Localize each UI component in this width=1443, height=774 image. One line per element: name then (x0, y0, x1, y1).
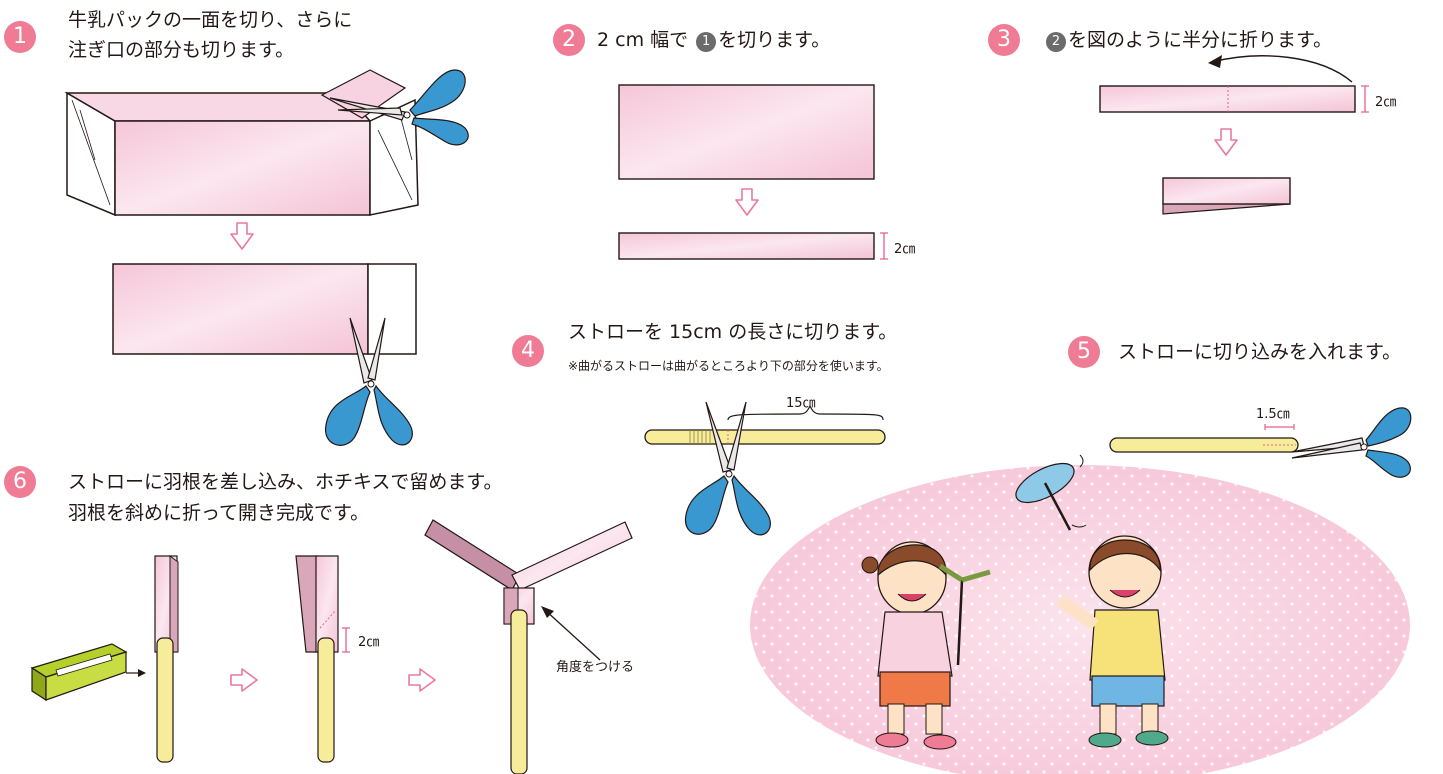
scissors-icon (329, 69, 469, 146)
straw-illustration (156, 637, 174, 763)
dimension-bracket (1361, 85, 1369, 113)
step-number-badge: 3 (988, 24, 1020, 56)
straw-illustration (317, 637, 335, 763)
dimension-label: 15㎝ (786, 396, 816, 411)
down-arrow-icon (230, 222, 254, 250)
dimension-bracket (342, 627, 350, 653)
stapler-icon (30, 643, 128, 702)
cut-carton-panel (112, 263, 417, 355)
straw-illustration (1109, 437, 1299, 453)
angle-label: 角度をつける (556, 660, 635, 675)
dimension-bracket (727, 404, 884, 421)
step-6-instruction-line1: ストローに羽根を差し込み、ホチキスで留めます。 (68, 471, 503, 493)
step-4-note: ※曲がるストローは曲がるところより下の部分を使います。 (568, 359, 889, 373)
step-1-instruction-line2: 注ぎ口の部分も切ります。 (68, 39, 295, 61)
straw-illustration (510, 609, 528, 774)
dimension-label: 2㎝ (894, 242, 916, 257)
step-reference-badge: 2 (1046, 32, 1066, 52)
step-4-instruction: ストローを 15cm の長さに切ります。 (568, 321, 898, 343)
step-number-badge: 4 (512, 335, 544, 367)
step-2-text-pre: 2 cm 幅で (597, 29, 689, 51)
kids-playing-illustration (750, 454, 1410, 774)
down-arrow-icon (735, 188, 759, 216)
dimension-label: 2㎝ (358, 635, 380, 650)
step-1-instruction-line1: 牛乳パックの一面を切り、さらに (68, 9, 353, 31)
scissors-icon (325, 317, 413, 446)
down-arrow-icon (1214, 128, 1238, 156)
dimension-bracket (1264, 424, 1295, 430)
step-3-text: を図のように半分に折ります。 (1068, 29, 1333, 51)
right-arrow-icon (408, 668, 436, 692)
step-number-badge: 2 (553, 24, 585, 56)
dimension-label: 2㎝ (1375, 95, 1397, 110)
milk-carton-illustration (64, 69, 469, 217)
dimension-label: 1.5㎝ (1256, 407, 1290, 422)
step-number-badge: 1 (4, 21, 36, 53)
step-5-instruction: ストローに切り込みを入れます。 (1118, 341, 1402, 363)
dimension-bracket (880, 232, 888, 260)
pink-panel (618, 84, 875, 180)
step-2-text-post: を切ります。 (718, 29, 831, 51)
scissors-icon (1291, 407, 1412, 478)
scissors-icon (684, 401, 771, 536)
straw-illustration (644, 404, 886, 445)
step-number-badge: 5 (1068, 336, 1100, 368)
pink-strip (618, 232, 875, 260)
step-6-instruction-line2: 羽根を斜めに折って開き完成です。 (68, 502, 370, 524)
folded-strip (1162, 177, 1291, 205)
step-number-badge: 6 (4, 466, 36, 498)
right-arrow-icon (230, 668, 258, 692)
step-reference-badge: 1 (696, 32, 717, 52)
